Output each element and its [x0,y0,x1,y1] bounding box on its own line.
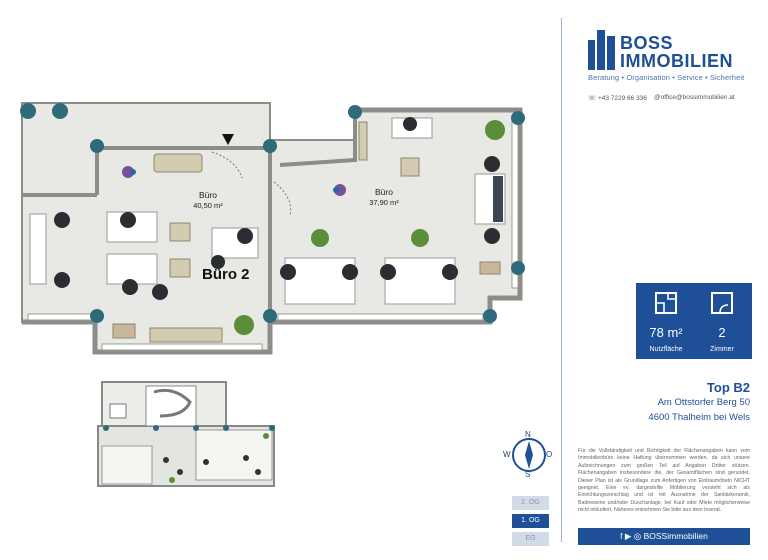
phone-contact[interactable]: ☏ +43 7229 66 336 [588,94,647,102]
stat-area-tile: 78 m² Nutzfläche [636,283,696,359]
floor-1og[interactable]: 1. OG [512,514,549,528]
stat-area-label: Nutzfläche [649,346,683,353]
facebook-icon[interactable]: f [620,531,623,541]
email-contact[interactable]: @office@bossimmobilien.at [654,94,735,101]
brand-name-line1: BOSS [620,33,674,53]
stat-rooms-label: Zimmer [710,346,734,353]
compass-o: O [546,450,553,459]
compass-s: S [525,470,531,479]
listing-street: Am Ottstorfer Berg 50 [657,397,750,408]
floorplan-icon [655,292,677,314]
compass: N O S W [503,430,553,479]
instagram-icon[interactable]: ◎ [633,531,642,541]
listing-title: Top B2 [706,380,750,395]
phone-number: +43 7229 66 336 [597,95,647,102]
social-handle: BOSSimmobilien [643,531,708,541]
brand-logo: BOSS IMMOBILIEN [588,26,748,72]
email-address: office@bossimmobilien.at [660,94,735,101]
room-area: 40,50 m² [193,201,223,210]
listing-city: 4600 Thalheim bei Wels [648,412,750,423]
compass-w: W [503,450,511,459]
room-buero-1: Büro 40,50 m² [178,190,238,210]
phone-icon: ☏ [588,95,598,102]
floor-plan [20,102,525,355]
overview-plan [97,381,275,487]
compass-rose-icon [512,438,546,472]
stat-area-value: 78 m² [649,325,683,340]
brand-name-line2: IMMOBILIEN [620,51,733,71]
room-area: 37,90 m² [369,198,399,207]
room-label: Büro [375,187,393,197]
compass-n: N [525,430,531,439]
email-icon: @ [654,94,661,101]
brand-tagline: Beratung • Organisation • Service • Sich… [588,73,745,82]
panel-divider [561,18,562,542]
stat-rooms-tile: 2 Zimmer [692,283,752,359]
youtube-icon[interactable]: ▶ [624,531,632,541]
room-label: Büro [199,190,217,200]
room-door-icon [711,292,733,314]
unit-label: Büro 2 [202,266,250,283]
floor-eg[interactable]: EG [512,532,549,546]
disclaimer-text: Für die Vollständigkeit und Richtigkeit … [578,448,750,514]
room-buero-2: Büro 37,90 m² [354,187,414,207]
floor-2og[interactable]: 2. OG [512,496,549,510]
building-logo-icon [588,30,615,70]
social-bar[interactable]: f ▶ ◎ BOSSimmobilien [578,528,750,545]
stat-rooms-value: 2 [718,325,726,340]
